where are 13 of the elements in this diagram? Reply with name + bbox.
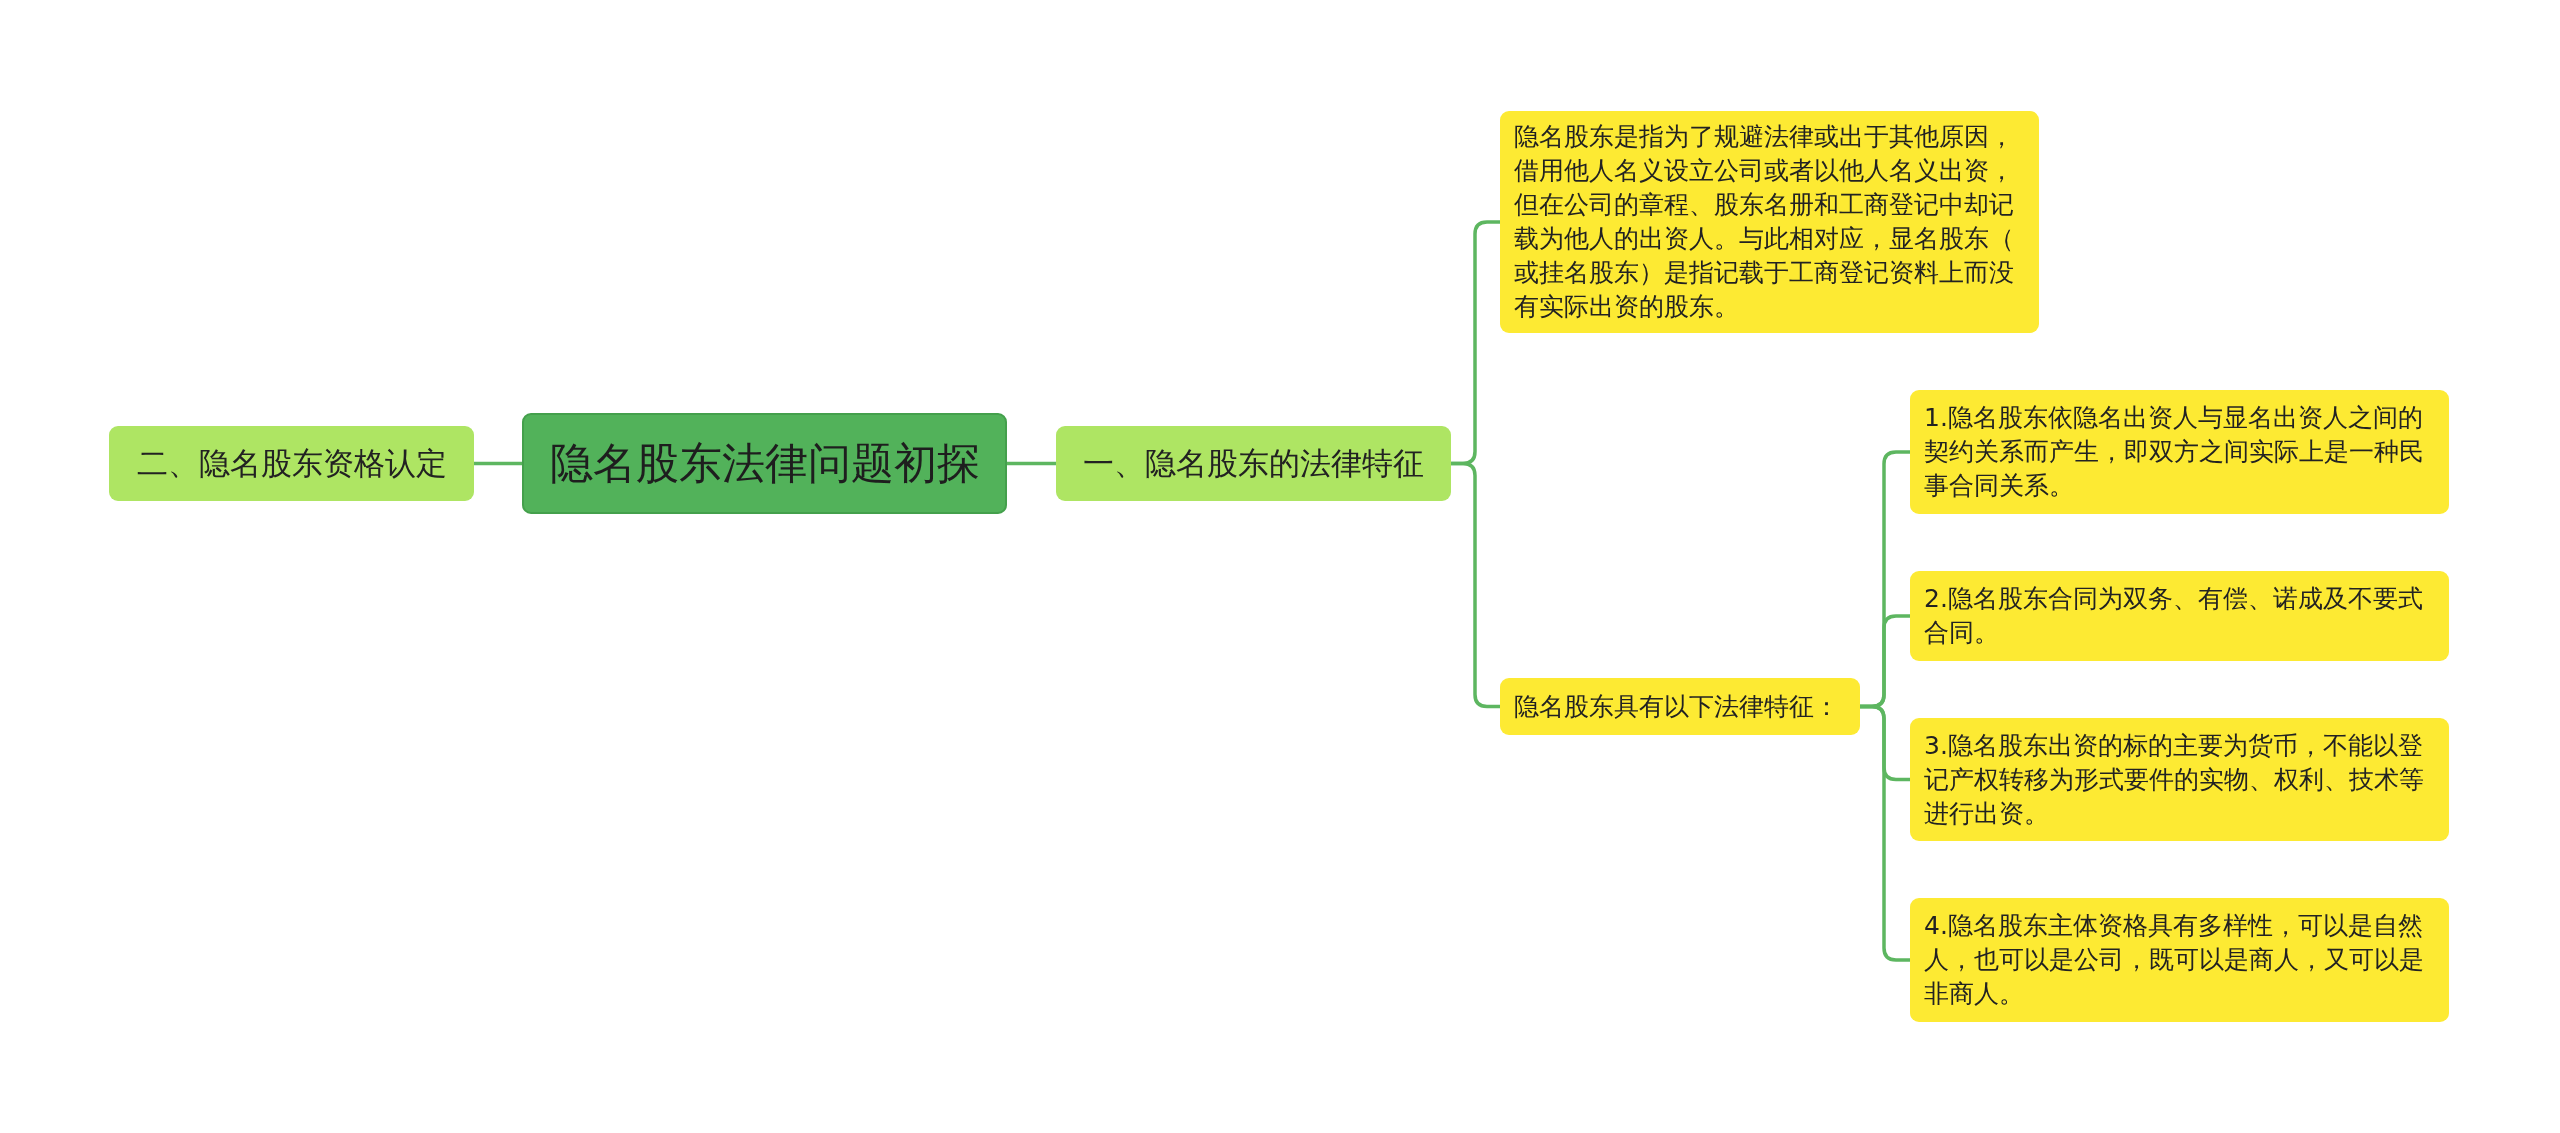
connector-line	[1007, 461, 1056, 466]
note-box: 3.隐名股东出资的标的主要为货币，不能以登记产权转移为形式要件的实物、权利、技术等进行出资。	[1910, 718, 2449, 841]
connector-line	[474, 461, 522, 466]
note-box: 隐名股东是指为了规避法律或出于其他原因，借用他人名义设立公司或者以他人名义出资，但在公司的章程、股东名册和工商登记中却记载为他人的出资人。与此相对应，显名股东（或挂名股东）是指记载于工商登记资料上而没有实际出资的股东。	[1500, 111, 2039, 333]
branch-box: 一、隐名股东的法律特征	[1056, 426, 1451, 501]
connector-line	[1451, 461, 1500, 709]
note-box: 隐名股东具有以下法律特征：	[1500, 678, 1860, 735]
connector-line	[1860, 704, 1910, 962]
topic-box: 隐名股东法律问题初探	[522, 413, 1007, 514]
note-box: 4.隐名股东主体资格具有多样性，可以是自然人，也可以是公司，既可以是商人，又可以是非商人。	[1910, 898, 2449, 1022]
note-box: 1.隐名股东依隐名出资人与显名出资人之间的契约关系而产生，即双方之间实际上是一种民事合同关系。	[1910, 390, 2449, 514]
note-box: 2.隐名股东合同为双务、有偿、诺成及不要式合同。	[1910, 571, 2449, 661]
branch-box: 二、隐名股东资格认定	[109, 426, 474, 501]
